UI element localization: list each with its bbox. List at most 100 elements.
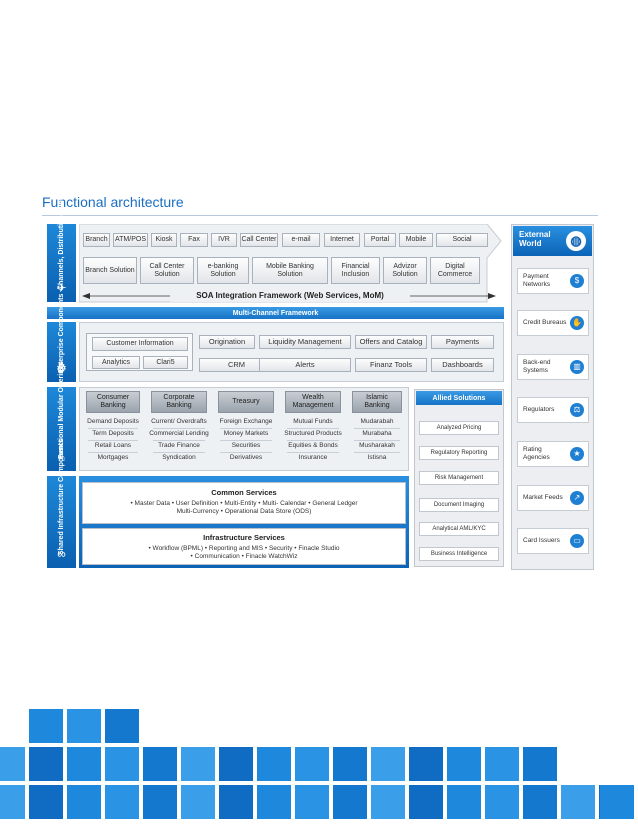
decor-square-8	[181, 747, 215, 781]
functional-sep-1-0	[153, 428, 205, 429]
customer-information-box: Customer Information	[92, 337, 188, 351]
infrastructure-services-line-1: • Workflow (BPML) • Reporting and MIS • …	[148, 545, 340, 552]
decor-square-9	[219, 747, 253, 781]
external-item-2: Back-end Systems ▥	[517, 354, 589, 380]
functional-item-3-1: Structured Products	[284, 430, 342, 437]
external-item-label-4: Rating Agencies	[523, 446, 550, 461]
functional-item-4-0: Mudarabah	[360, 418, 394, 425]
functional-sep-4-0	[354, 428, 400, 429]
channel-10: Social	[436, 233, 488, 247]
functional-item-0-1: Term Deposits	[92, 430, 134, 437]
title-divider	[42, 215, 598, 216]
external-item-1: Credit Bureaus✋	[517, 310, 589, 336]
external-item-6: Card Issuers▭	[517, 528, 589, 554]
functional-header-1: Corporate Banking	[151, 391, 207, 413]
external-item-label-1: Credit Bureaus	[523, 319, 567, 326]
functional-sep-0-2	[88, 452, 138, 453]
allied-item-0: Analyzed Pricing	[419, 421, 499, 435]
external-world-title: External World	[519, 230, 551, 248]
functional-item-3-0: Mutual Funds	[293, 418, 333, 425]
functional-sep-4-1	[354, 440, 400, 441]
functional-item-3-2: Equities & Bonds	[288, 442, 338, 449]
decor-square-11	[295, 747, 329, 781]
external-item-5: Market Feeds↗	[517, 485, 589, 511]
external-item-label-3: Regulators	[523, 406, 555, 413]
decor-square-0	[29, 709, 63, 743]
enterprise-item-1: Liquidity Management	[259, 335, 351, 349]
functional-item-0-2: Retail Loans	[94, 442, 132, 449]
decor-square-28	[371, 785, 405, 819]
decor-square-16	[485, 747, 519, 781]
enterprise-sidebar: Enterprise Components ⚙	[47, 294, 76, 382]
infrastructure-services-title: Infrastructure Services	[203, 533, 285, 542]
bank-icon: ⌂	[57, 450, 66, 464]
common-services-line-1: • Master Data • User Definition • Multi-…	[130, 500, 358, 507]
allied-item-2: Risk Management	[419, 471, 499, 485]
functional-sep-2-2	[220, 452, 272, 453]
channel-3: Fax	[180, 233, 208, 247]
decor-square-31	[485, 785, 519, 819]
decor-square-33	[561, 785, 595, 819]
shared-sidebar: Shared Infrastructure Components ∞	[47, 439, 76, 568]
channel-1: ATM/POS	[113, 233, 148, 247]
functional-item-2-3: Derivatives	[229, 454, 263, 461]
decor-square-29	[409, 785, 443, 819]
functional-item-4-2: Musharakah	[359, 442, 395, 449]
enterprise-item-7: Dashboards	[431, 358, 494, 372]
channel-8: Portal	[364, 233, 396, 247]
common-services-line-2: Multi-Currency • Operational Data Store …	[176, 508, 312, 515]
decor-square-26	[295, 785, 329, 819]
functional-item-1-2: Trade Finance	[158, 442, 200, 449]
decor-square-2	[105, 709, 139, 743]
functional-item-4-3: Istisna	[367, 454, 387, 461]
infrastructure-services-box: Infrastructure Services • Workflow (BPML…	[82, 528, 406, 565]
channels-sidebar: Channels, Distribution & Interaction ✈	[47, 171, 76, 302]
card-icon: ▭	[570, 534, 584, 548]
soa-label: SOA Integration Framework (Web Services,…	[170, 290, 410, 302]
allied-item-5: Business Intelligence	[419, 547, 499, 561]
channel-2: Kiosk	[151, 233, 177, 247]
decor-square-19	[29, 785, 63, 819]
functional-sep-2-0	[220, 428, 272, 429]
solution-4: Financial Inclusion	[331, 257, 380, 284]
infrastructure-services-line-2: • Communication • Finacle WatchWiz	[190, 553, 298, 560]
enterprise-item-6: Finanz Tools	[355, 358, 427, 372]
chart-icon: ↗	[570, 491, 584, 505]
solution-2: e-banking Solution	[197, 257, 249, 284]
server-icon: ▥	[570, 360, 584, 374]
enterprise-item-5: Alerts	[259, 358, 351, 372]
functional-sep-3-0	[287, 428, 339, 429]
functional-sep-0-1	[88, 440, 138, 441]
decor-square-1	[67, 709, 101, 743]
solution-1: Call Center Solution	[140, 257, 194, 284]
allied-item-1: Regulatory Reporting	[419, 446, 499, 460]
external-item-label-2: Back-end Systems	[523, 359, 551, 374]
enterprise-item-2: Offers and Catalog	[355, 335, 427, 349]
page-title: Functional architecture	[42, 194, 184, 210]
channel-6: e-mail	[282, 233, 320, 247]
decor-square-13	[371, 747, 405, 781]
decor-square-5	[67, 747, 101, 781]
decor-square-18	[0, 785, 25, 819]
functional-header-0: Consumer Banking	[86, 391, 140, 413]
decor-square-27	[333, 785, 367, 819]
functional-sep-3-2	[287, 452, 339, 453]
decor-square-25	[257, 785, 291, 819]
allied-item-4: Analytical AML/KYC	[419, 522, 499, 536]
decor-square-35	[600, 785, 634, 819]
decor-square-4	[29, 747, 63, 781]
clari5-box: Clari5	[143, 356, 188, 369]
functional-item-0-0: Demand Deposits	[87, 418, 139, 425]
regulator-icon: ⚖	[570, 403, 584, 417]
solution-3: Mobile Banking Solution	[252, 257, 328, 284]
decor-square-15	[447, 747, 481, 781]
external-world-header: External World ◍	[513, 226, 592, 256]
functional-item-0-3: Mortgages	[97, 454, 129, 461]
channel-9: Mobile	[399, 233, 433, 247]
decor-square-14	[409, 747, 443, 781]
decor-square-17	[523, 747, 557, 781]
functional-sidebar: Functional Modular Offerings ⌂	[47, 361, 76, 471]
channel-7: Internet	[324, 233, 360, 247]
functional-sep-2-1	[220, 440, 272, 441]
credit-icon: ✋	[570, 316, 584, 330]
